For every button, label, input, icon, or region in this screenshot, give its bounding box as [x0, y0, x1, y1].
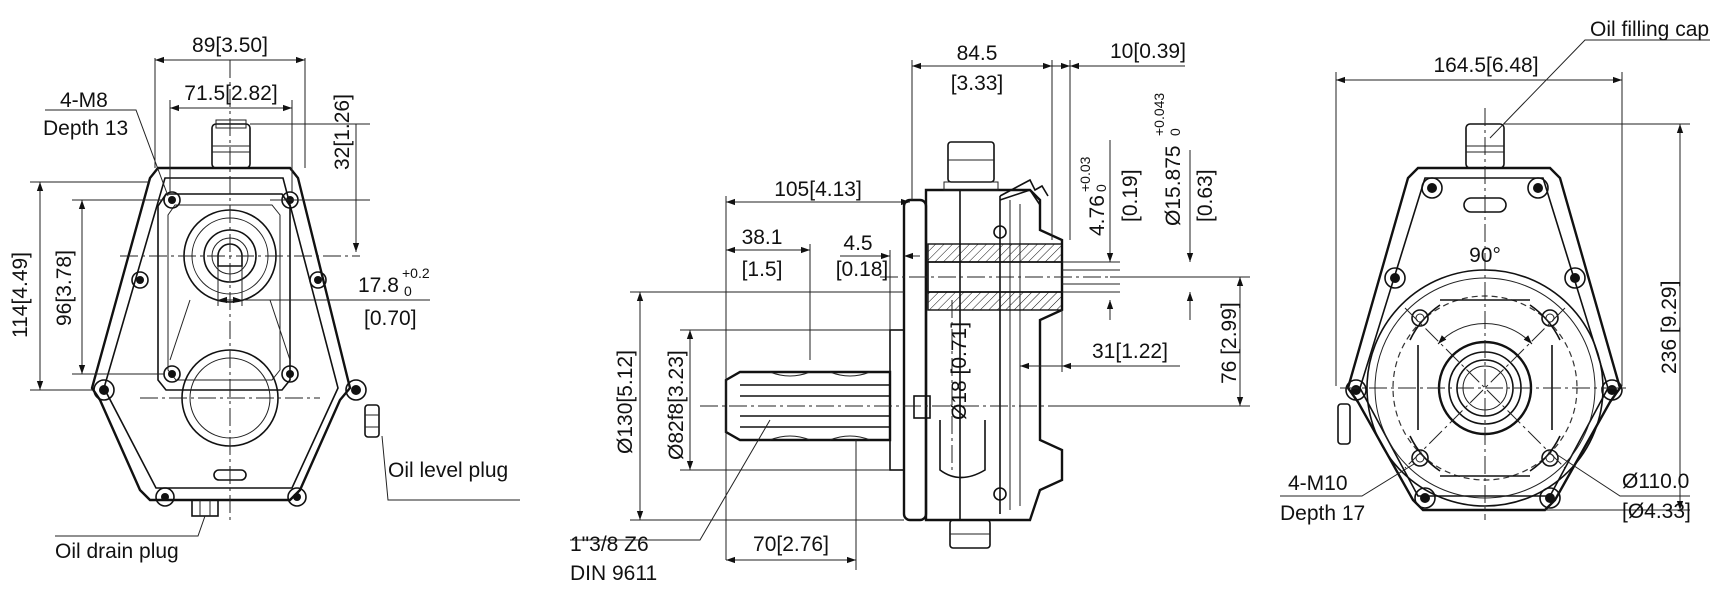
middle-dim-spigot-depth-mm: 4.5 [843, 232, 872, 255]
middle-dim-key-tol-upper: +0.03 [1077, 156, 1093, 192]
left-dim-total-height: 114[4.49] [9, 252, 32, 338]
right-dim-height: 236 [9.29] [1658, 281, 1681, 374]
middle-dim-spigot-depth-in: [0.18] [836, 258, 889, 281]
right-view: 164.5[6.48] 236 [9.29] 90° Ø110.0 [Ø4.33… [1280, 18, 1710, 525]
middle-dim-shaft-height: 76 [2.99] [1218, 302, 1241, 384]
right-dim-bolt-circle-mm: Ø110.0 [1622, 470, 1689, 493]
middle-dim-bore-tol-lower: 0 [1167, 128, 1183, 136]
left-oil-level-plug [364, 404, 380, 438]
left-label-bolt-thread: 4-M8 [60, 89, 108, 112]
middle-dim-bore-tol-upper: +0.043 [1151, 93, 1167, 136]
middle-dim-overall-length: 105[4.13] [774, 178, 862, 201]
middle-dim-shaft-offset: 10[0.39] [1110, 40, 1186, 63]
right-bolts [1345, 177, 1623, 509]
left-dim-key-width-in: [0.70] [364, 307, 417, 330]
middle-dim-key: 4.76 [1086, 195, 1109, 236]
left-oil-drain-plug [191, 499, 219, 517]
left-flange-plate [157, 193, 291, 391]
middle-dim-spigot-dia: Ø82f8[3.23] [665, 350, 688, 460]
middle-label-spline-spec-2: DIN 9611 [570, 562, 657, 585]
middle-housing-body [924, 188, 1064, 522]
left-dim-bolt-spacing: 71.5[2.82] [184, 82, 277, 105]
middle-dim-bore-depth: 31[1.22] [1092, 340, 1168, 363]
left-housing-inner [103, 177, 339, 489]
middle-label-spline-spec-1: 1"3/8 Z6 [570, 533, 649, 556]
left-dim-cap-height: 32[1.26] [331, 94, 354, 170]
left-dim-key-tol-upper: +0.2 [402, 265, 430, 281]
left-label-bolt-depth: Depth 13 [43, 117, 128, 140]
middle-dim-flange-width-mm: 84.5 [957, 42, 998, 65]
left-dim-key-tol-lower: 0 [404, 283, 412, 299]
right-label-bolt-thread: 4-M10 [1288, 472, 1348, 495]
left-view: 89[3.50] 71.5[2.82] 32[1.26] 114[4.49] 9… [9, 34, 520, 563]
middle-dim-flange-width-in: [3.33] [951, 72, 1004, 95]
middle-dim-shaft-dia: Ø18 [0.71] [948, 322, 971, 420]
left-housing-outline [90, 166, 352, 502]
left-dim-hole-spacing: 96[3.78] [53, 250, 76, 326]
middle-dim-spline-length: 70[2.76] [753, 533, 829, 556]
middle-dim-flange-dia: Ø130[5.12] [614, 350, 637, 454]
left-dim-key-width: 17.8 [358, 274, 399, 297]
left-dim-top-width: 89[3.50] [192, 34, 268, 57]
middle-view: 84.5 [3.33] 10[0.39] 105[4.13] 38.1 [1.5… [570, 40, 1250, 585]
middle-dim-spline-to-face-in: [1.5] [742, 258, 783, 281]
middle-dim-bore-in: [0.63] [1194, 169, 1217, 222]
middle-top-cap [947, 141, 995, 183]
left-label-oil-level-plug: Oil level plug [388, 459, 508, 482]
right-label-oil-filling-cap: Oil filling cap [1590, 18, 1709, 41]
middle-spline-shaft [724, 370, 892, 442]
middle-dim-key-in: [0.19] [1119, 169, 1142, 222]
middle-dim-spline-to-face-mm: 38.1 [742, 226, 783, 249]
middle-dim-bore: Ø15.875 [1162, 145, 1185, 226]
left-label-oil-drain-plug: Oil drain plug [55, 540, 179, 563]
middle-flange-plate [902, 198, 928, 522]
right-dim-bolt-circle-in: [Ø4.33] [1622, 500, 1691, 523]
right-dim-width: 164.5[6.48] [1433, 54, 1538, 77]
middle-dim-key-tol-lower: 0 [1093, 184, 1109, 192]
middle-shaft-section-bottom [927, 291, 1063, 311]
middle-shaft-section-top [927, 243, 1063, 263]
right-dim-angle: 90° [1469, 244, 1501, 267]
right-label-bolt-depth: Depth 17 [1280, 502, 1365, 525]
